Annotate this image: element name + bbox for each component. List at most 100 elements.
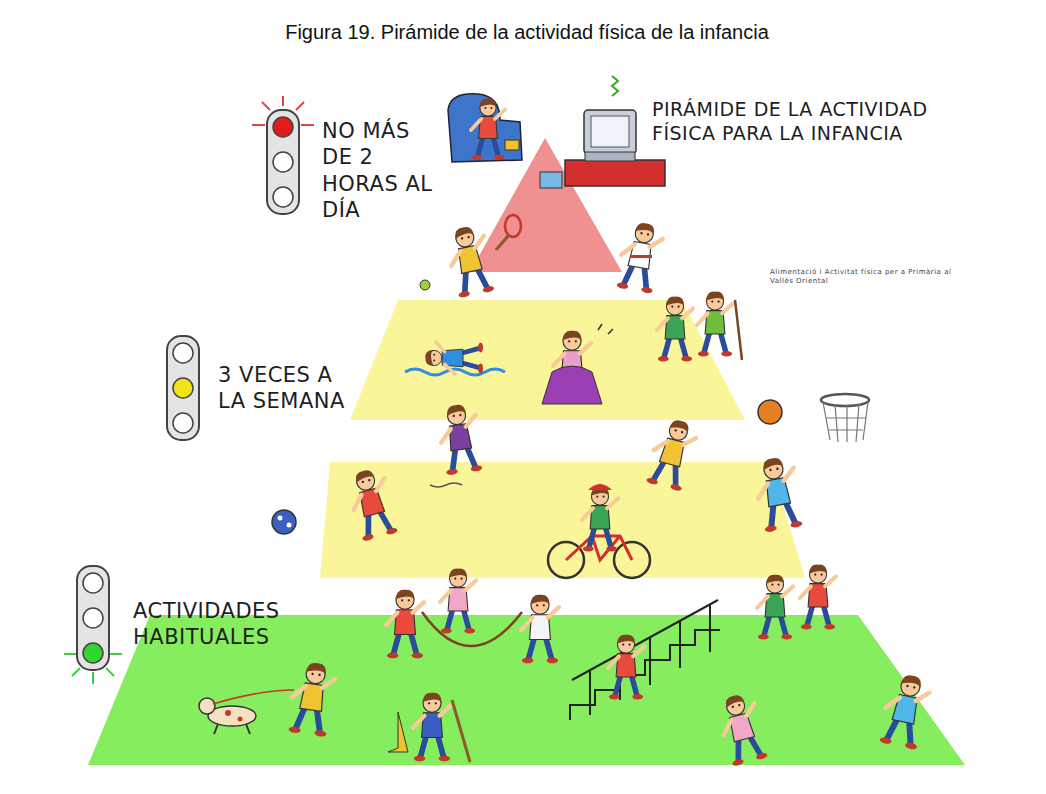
swimmer-part bbox=[425, 342, 483, 374]
cyclist-part bbox=[582, 487, 618, 552]
sweeping-kid bbox=[388, 693, 470, 762]
tennis-player-part bbox=[505, 215, 521, 237]
basketball-player-part bbox=[823, 402, 868, 442]
pyramid-bands-part bbox=[320, 462, 805, 578]
pyramid-bands bbox=[88, 138, 965, 765]
traffic-light-yellow bbox=[167, 336, 199, 440]
dancer bbox=[542, 324, 613, 404]
jump-rope-kids-part bbox=[386, 590, 424, 658]
traffic-light-green-part-part bbox=[64, 653, 76, 655]
playing-kids-part bbox=[757, 575, 793, 640]
jump-rope-kids-part bbox=[440, 569, 476, 634]
dog-walker-part bbox=[225, 710, 231, 716]
traffic-light-red-part bbox=[273, 187, 293, 207]
hikers bbox=[657, 292, 742, 362]
skater-part bbox=[430, 483, 462, 487]
traffic-light-green-part-part bbox=[106, 668, 114, 676]
sedentary-scene-part bbox=[612, 76, 618, 96]
basketball-player bbox=[752, 394, 869, 533]
soccer-player-part bbox=[278, 516, 283, 521]
sedentary-scene-part bbox=[448, 94, 522, 162]
dog-walker-part bbox=[213, 690, 294, 704]
sedentary-scene-part bbox=[540, 172, 562, 188]
traffic-light-yellow-part bbox=[173, 413, 193, 433]
traffic-light-red-part-part bbox=[252, 124, 265, 126]
runner-part bbox=[645, 416, 699, 492]
sweeping-kid-part bbox=[452, 700, 470, 762]
daily-activity-label: ACTIVIDADES HABITUALES bbox=[133, 598, 311, 651]
figure-title: Figura 19. Pirámide de la actividad físi… bbox=[4, 20, 1046, 45]
skater bbox=[430, 402, 483, 487]
playing-kids-part bbox=[878, 672, 932, 751]
traffic-light-green-part bbox=[77, 566, 109, 670]
tennis-player-part bbox=[444, 224, 495, 299]
basketball-player-part bbox=[752, 455, 804, 533]
playing-kids-part bbox=[715, 691, 769, 767]
dog-walker bbox=[199, 660, 337, 737]
jump-rope-kids bbox=[386, 569, 559, 664]
dog-walker-part bbox=[287, 660, 337, 737]
traffic-light-green bbox=[64, 566, 122, 684]
sedentary-scene-part bbox=[591, 116, 629, 147]
karate-kid-part bbox=[616, 220, 665, 294]
tennis-player-part bbox=[420, 280, 430, 290]
cyclist-part bbox=[566, 536, 632, 560]
cyclist bbox=[548, 484, 650, 578]
sedentary-scene-part bbox=[505, 140, 519, 150]
stairs bbox=[570, 600, 720, 720]
traffic-light-yellow-part bbox=[173, 378, 193, 398]
dancer-part bbox=[598, 324, 613, 334]
traffic-light-red bbox=[252, 96, 314, 214]
dog-walker-part bbox=[238, 717, 243, 722]
stairs-part bbox=[572, 600, 718, 715]
basketball-player-part bbox=[821, 394, 869, 406]
playing-kids bbox=[715, 565, 933, 767]
skater-part bbox=[436, 402, 483, 475]
karate-kid bbox=[616, 220, 665, 294]
traffic-light-red-part bbox=[273, 152, 293, 172]
runner bbox=[645, 416, 699, 492]
frequency-label: 3 VECES A LA SEMANA bbox=[218, 362, 346, 415]
cyclist-part bbox=[588, 484, 612, 490]
traffic-light-green-part-part bbox=[72, 668, 80, 676]
credit-note: Alimentació i Activitat física per a Pri… bbox=[770, 268, 960, 286]
playing-kids-part bbox=[800, 565, 836, 630]
traffic-light-red-part-part bbox=[301, 124, 314, 126]
traffic-light-yellow-part bbox=[167, 336, 199, 440]
tennis-player-part bbox=[496, 236, 508, 250]
sedentary-scene-part bbox=[584, 110, 636, 154]
sedentary-scene bbox=[448, 76, 665, 188]
jump-rope-kids-part bbox=[422, 612, 522, 646]
traffic-light-green-part bbox=[83, 608, 103, 628]
traffic-light-red-part-part bbox=[262, 102, 270, 110]
basketball-player-part bbox=[758, 400, 782, 424]
sweeping-kid-part bbox=[413, 693, 451, 761]
soccer-player-part bbox=[287, 523, 292, 528]
jump-rope-kids-part bbox=[521, 595, 559, 663]
soccer-player-part bbox=[272, 510, 296, 534]
traffic-light-green-part bbox=[83, 573, 103, 593]
traffic-light-green-part-part bbox=[110, 653, 122, 655]
pyramid-heading: PIRÁMIDE DE LA ACTIVIDAD FÍSICA PARA LA … bbox=[652, 98, 997, 146]
sedentary-scene-part bbox=[585, 152, 635, 161]
soccer-player-part bbox=[345, 466, 399, 542]
traffic-light-red-part-part bbox=[296, 102, 304, 110]
traffic-light-red-part bbox=[273, 117, 293, 137]
karate-kid-part bbox=[630, 255, 652, 258]
dancer-part bbox=[542, 366, 602, 404]
dog-walker-part bbox=[199, 698, 215, 714]
traffic-light-red-part bbox=[267, 110, 299, 214]
hikers-part bbox=[735, 300, 742, 360]
stairs-part bbox=[570, 630, 720, 720]
hikers-part bbox=[697, 292, 733, 357]
dog-walker-part bbox=[214, 724, 250, 734]
soccer-player bbox=[272, 466, 399, 542]
sedentary-scene-part bbox=[565, 160, 665, 186]
traffic-light-red-part-part bbox=[282, 96, 284, 106]
traffic-light-yellow-part bbox=[173, 343, 193, 363]
sedentary-scene-part bbox=[471, 98, 505, 159]
hikers-part bbox=[657, 297, 693, 362]
traffic-light-green-part bbox=[83, 643, 103, 663]
stairs-part bbox=[608, 635, 644, 700]
traffic-light-green-part-part bbox=[92, 672, 94, 684]
